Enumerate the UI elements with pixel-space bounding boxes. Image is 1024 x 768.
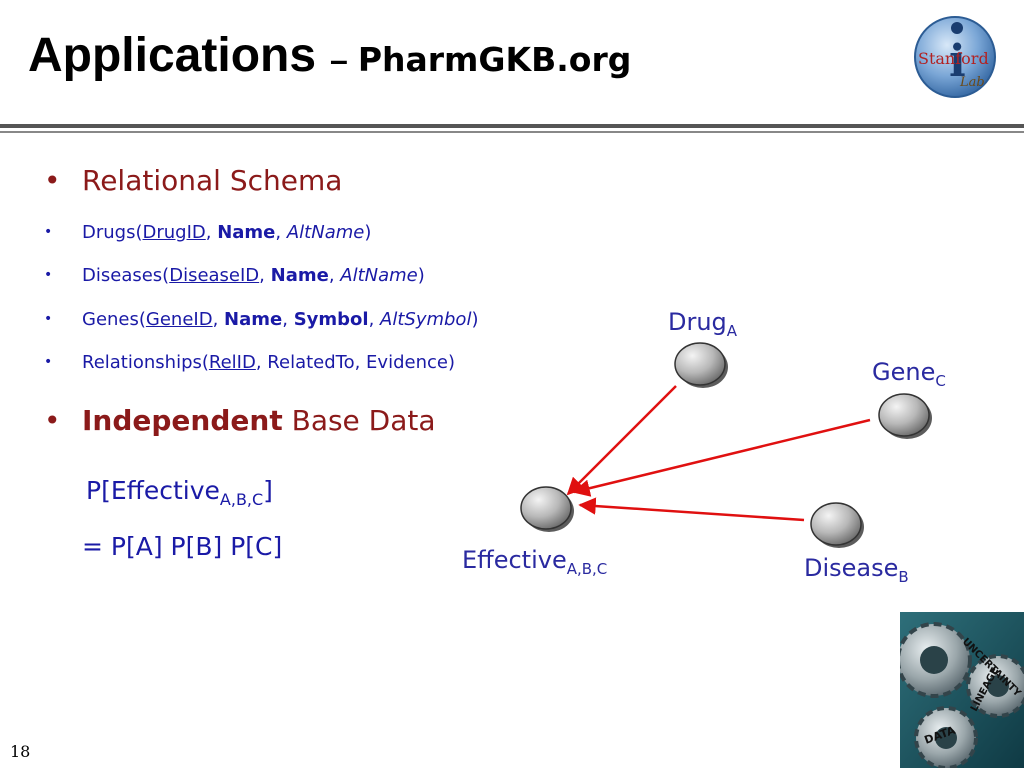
page-number: 18 [10,742,31,761]
label-disease: DiseaseB [804,554,909,586]
node-gene [878,393,932,439]
edge-drug-to-effective [566,385,677,496]
title-dash: – [330,42,348,78]
stanford-infolab-logo: i Stanford Lab [914,16,996,98]
node-disease [810,502,864,548]
formula-line-2: = P[A] P[B] P[C] [82,532,283,561]
gear-bottom [914,706,978,768]
gears-image: UNCERTAINTY LINEAGE DATA [900,612,1024,768]
logo-text-sub: Lab [959,75,985,90]
node-drug [674,342,728,388]
node-effective [520,486,574,532]
disease-id-key: DiseaseID [169,265,260,286]
edge-disease-to-effective [578,497,805,522]
title-sub: PharmGKB.org [357,40,632,79]
edge-gene-to-effective [572,418,871,497]
logo-text-main: Stanford [918,49,989,68]
label-effective: EffectiveA,B,C [462,546,608,578]
title-rule-thin [0,131,1024,133]
gear-right [966,654,1024,718]
formula-line-1: P[EffectiveA,B,C] [86,476,273,509]
bullet-text: Relational Schema [82,164,343,197]
title-rule-thick [0,124,1024,128]
gear-top-left [900,622,972,698]
label-gene: GeneC [872,358,946,390]
gene-id-key: GeneID [145,309,213,330]
rel-id-key: RelID [208,352,256,373]
title-main: Applications [28,29,317,82]
slide-title: Applications–PharmGKB.org [28,28,631,83]
logo-letter: i [949,36,966,87]
drug-id-key: DrugID [142,222,206,243]
label-drug: DrugA [668,308,738,340]
